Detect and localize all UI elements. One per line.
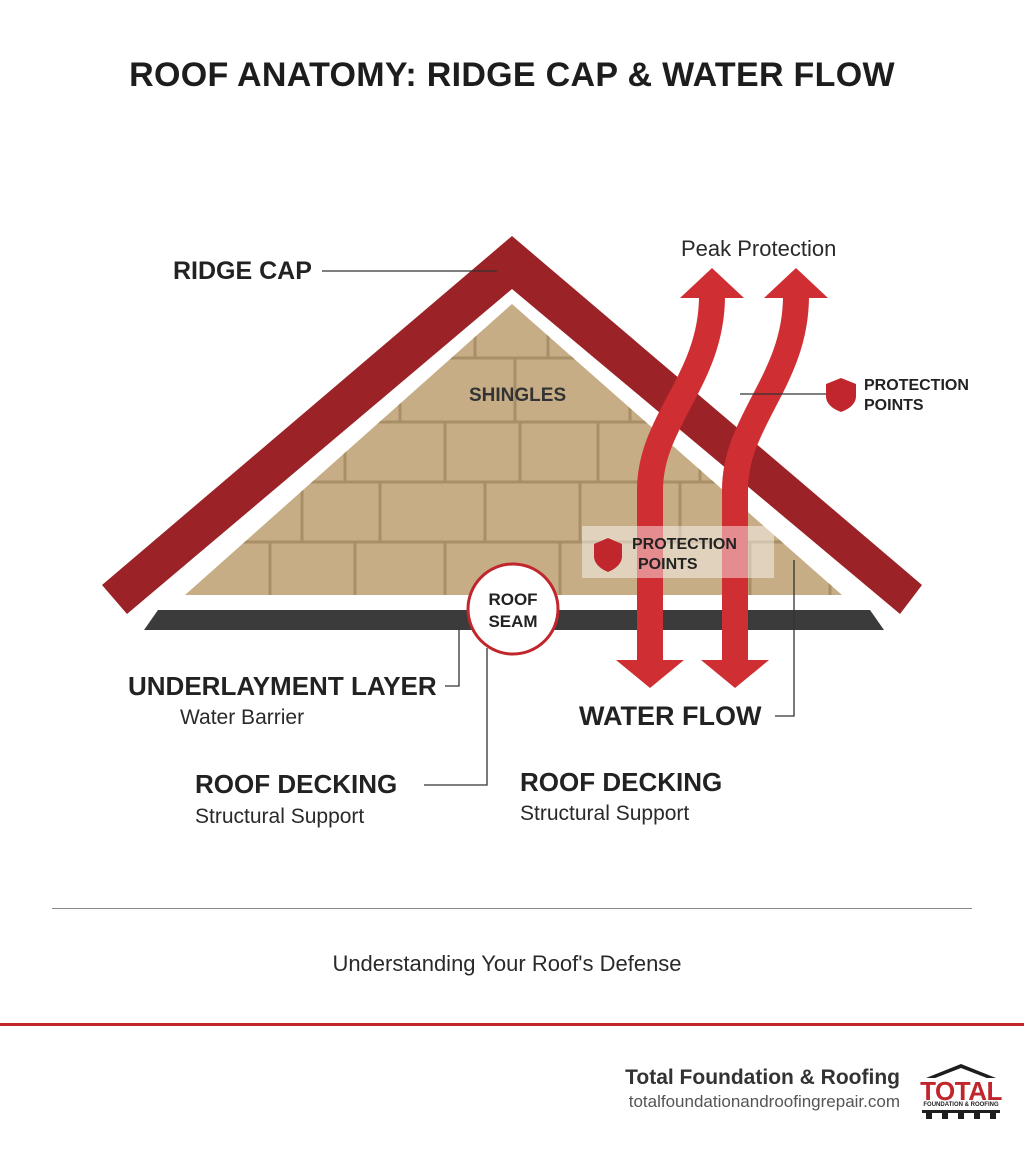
roof-decking-right-subtitle: Structural Support <box>520 802 690 825</box>
underlayment-subtitle: Water Barrier <box>180 706 305 729</box>
water-flow-arrow-1 <box>637 295 725 665</box>
shingles-label: SHINGLES <box>469 385 567 406</box>
arrow-head-up-1 <box>680 268 744 298</box>
arrow-head-down-2 <box>701 660 769 688</box>
water-flow-label: WATER FLOW <box>579 701 762 731</box>
peak-protection-label: Peak Protection <box>681 236 837 261</box>
arrow-head-down-1 <box>616 660 684 688</box>
brand-logo: TOTAL FOUNDATION & ROOFING <box>918 1062 1004 1120</box>
section-divider <box>52 908 972 909</box>
leader-roof-decking <box>424 648 488 786</box>
roof-seam-label: ROOF SEAM <box>488 590 538 631</box>
shield-icon <box>826 378 856 412</box>
brand-url[interactable]: totalfoundationandroofingrepair.com <box>628 1092 900 1111</box>
caption: Understanding Your Roof's Defense <box>332 951 682 976</box>
footer-accent-line <box>0 1023 1024 1026</box>
leader-underlayment <box>445 628 460 687</box>
leader-water-flow <box>775 560 795 717</box>
shield-icon <box>594 538 622 572</box>
roof-decking-right-title: ROOF DECKING <box>520 767 723 797</box>
arrow-head-up-2 <box>764 268 828 298</box>
logo-subtext: FOUNDATION & ROOFING <box>923 1102 999 1108</box>
roof-decking-left-title: ROOF DECKING <box>195 769 398 799</box>
brand-name: Total Foundation & Roofing <box>625 1066 900 1089</box>
roof-decking-left-subtitle: Structural Support <box>195 805 365 828</box>
house-logo-icon <box>922 1064 1000 1119</box>
logo-text: TOTAL <box>920 1076 1002 1106</box>
underlayment-title: UNDERLAYMENT LAYER <box>128 671 437 701</box>
ridge-cap-label: RIDGE CAP <box>173 257 312 285</box>
water-flow-arrow-2 <box>722 295 809 665</box>
water-flow-arrows <box>616 268 828 688</box>
roof-seam-circle <box>466 562 560 656</box>
page-title: ROOF ANATOMY: RIDGE CAP & WATER FLOW <box>129 56 895 94</box>
protection-points-lower-label: PROTECTION POINTS <box>632 536 737 573</box>
protection-points-upper-label: PROTECTION POINTS <box>864 377 969 414</box>
